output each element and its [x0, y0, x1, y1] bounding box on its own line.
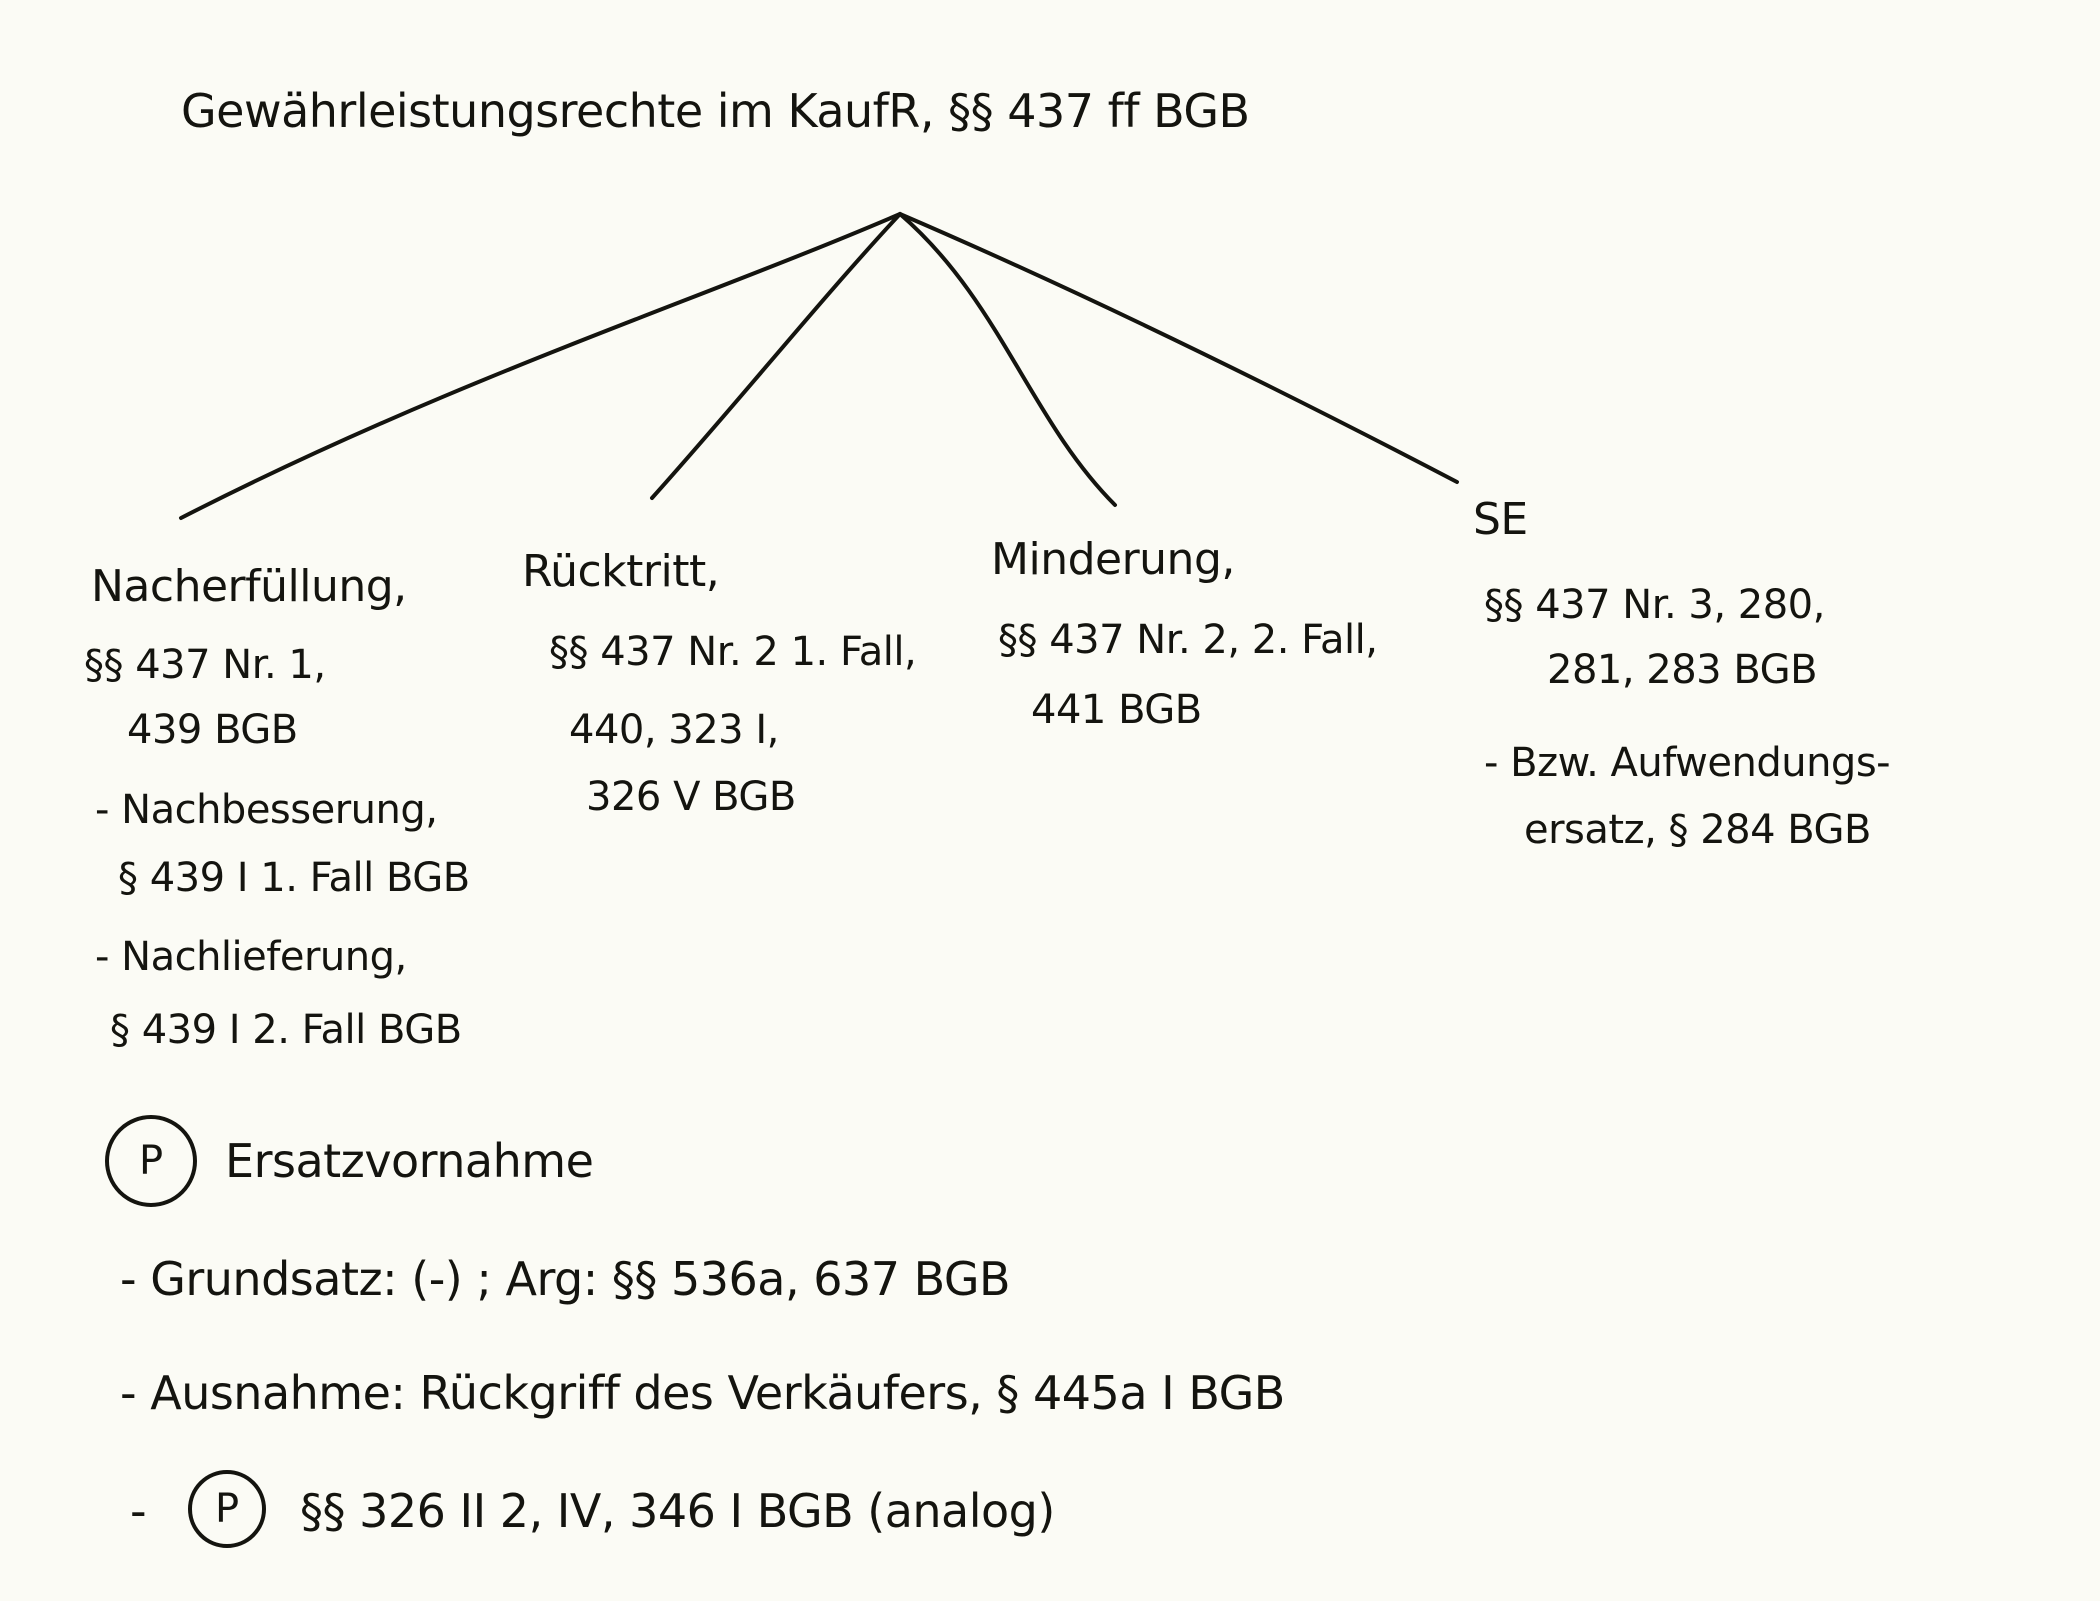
branch-line: - Nachlieferung,	[95, 934, 407, 980]
branch-heading-minderung: Minderung,	[991, 534, 1235, 585]
branch-line-se	[898, 212, 1459, 484]
branch-line: ersatz, § 284 BGB	[1524, 807, 1871, 853]
branch-line: §§ 437 Nr. 3, 280,	[1484, 582, 1825, 628]
branch-line: 326 V BGB	[586, 774, 796, 820]
page-title: Gewährleistungsrechte im KaufR, §§ 437 f…	[181, 84, 1250, 138]
branch-line: § 439 I 1. Fall BGB	[118, 855, 470, 901]
problem-point: - Ausnahme: Rückgriff des Verkäufers, § …	[120, 1366, 1285, 1420]
branch-heading-ruecktritt: Rücktritt,	[522, 546, 720, 597]
branch-line: - Nachbesserung,	[95, 787, 438, 833]
branch-line: § 439 I 2. Fall BGB	[110, 1007, 462, 1053]
branch-line: 441 BGB	[1031, 687, 1202, 733]
problem-point: - Grundsatz: (-) ; Arg: §§ 536a, 637 BGB	[120, 1252, 1011, 1306]
branch-line: §§ 437 Nr. 1,	[84, 642, 326, 688]
problem-marker-circle: P	[188, 1470, 266, 1548]
branch-line: §§ 437 Nr. 2, 2. Fall,	[998, 617, 1378, 663]
branch-line-nacherfuellung	[179, 212, 902, 520]
branch-line-minderung	[898, 212, 1117, 507]
branch-line-ruecktritt	[650, 212, 902, 500]
branch-heading-nacherfuellung: Nacherfüllung,	[91, 561, 407, 612]
branch-line: §§ 437 Nr. 2 1. Fall,	[549, 629, 917, 675]
branch-line: 281, 283 BGB	[1547, 647, 1818, 693]
branch-heading-se: SE	[1473, 494, 1528, 545]
problem-point-prefix: -	[130, 1484, 147, 1538]
problem-point: §§ 326 II 2, IV, 346 I BGB (analog)	[300, 1484, 1055, 1538]
branch-line: 440, 323 I,	[569, 707, 779, 753]
branch-line: 439 BGB	[127, 707, 298, 753]
problem-heading: Ersatzvornahme	[225, 1134, 594, 1188]
problem-marker-circle: P	[105, 1115, 197, 1207]
branch-line: - Bzw. Aufwendungs-	[1484, 740, 1891, 786]
